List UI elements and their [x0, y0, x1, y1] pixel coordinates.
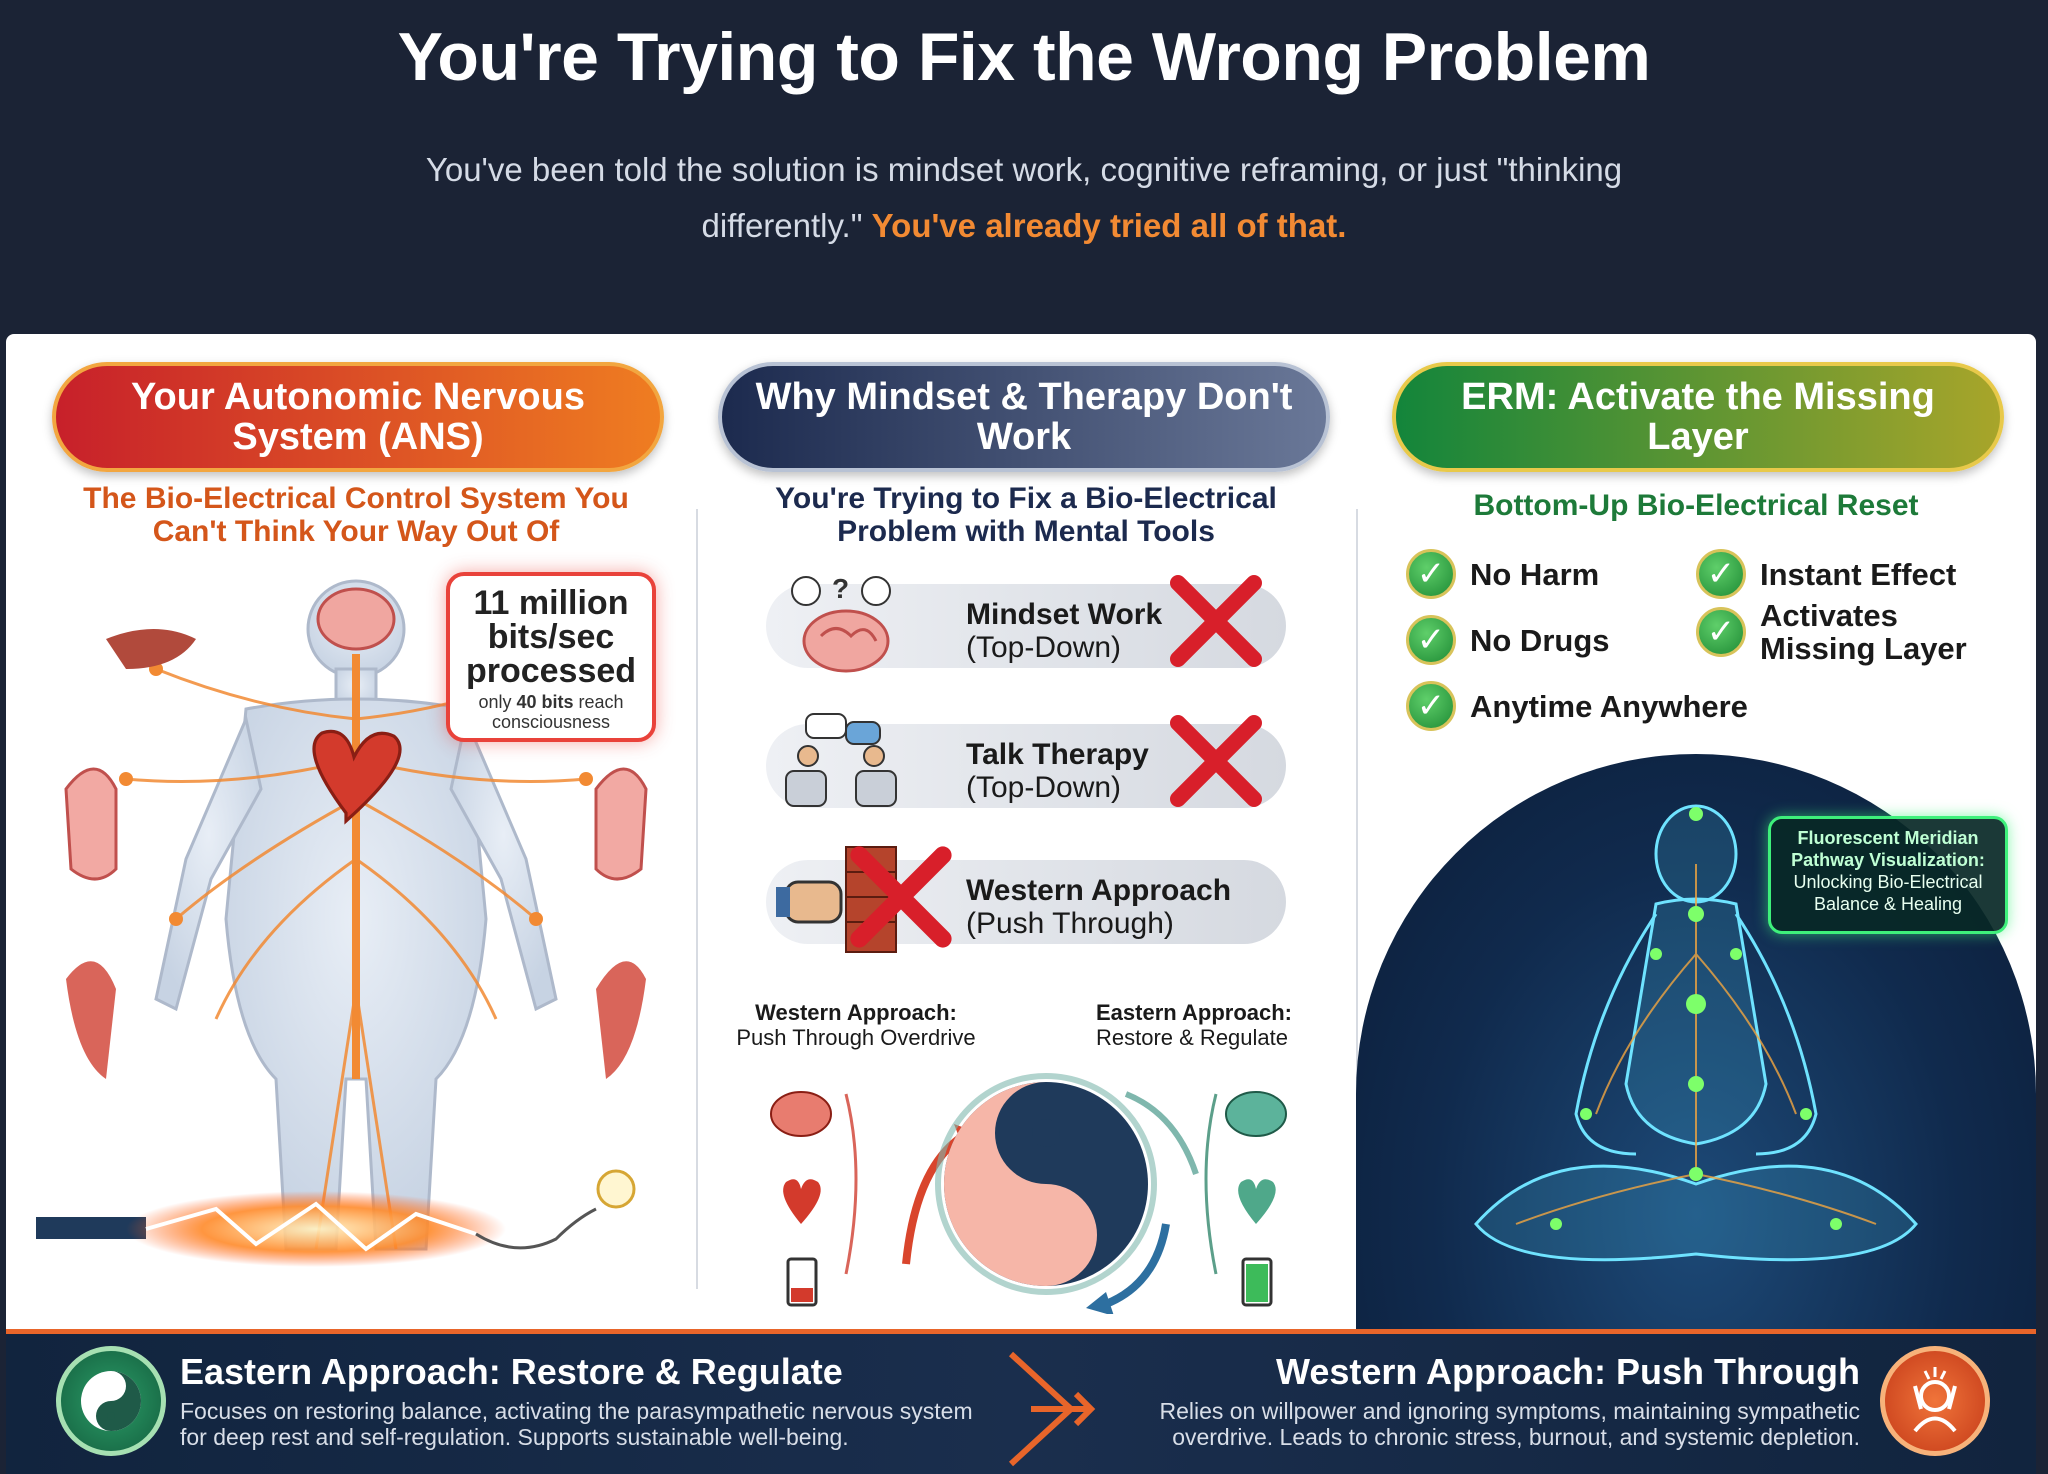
benefit-item: ✓ Instant Effect	[1696, 549, 1956, 599]
cross-icon	[1170, 715, 1262, 807]
item-label: Western Approach (Push Through)	[966, 874, 1231, 940]
item-title: Western Approach	[966, 874, 1232, 907]
benefits-list: ✓ No Harm ✓ Instant Effect ✓ No Drugs ✓ …	[1406, 549, 2006, 749]
brain-icon	[1225, 1091, 1287, 1137]
hero-subtitle: You've been told the solution is mindset…	[374, 142, 1674, 254]
stress-icon	[1880, 1346, 1990, 1456]
cross-icon	[1170, 575, 1262, 667]
brain-icon	[316, 587, 396, 651]
lung-icon	[64, 767, 118, 881]
cross-icon	[850, 846, 952, 948]
infographic-card: Your Autonomic Nervous System (ANS) The …	[6, 334, 2036, 1474]
mindset-column: Why Mindset & Therapy Don't Work You're …	[696, 334, 1356, 1329]
column-divider	[1356, 509, 1358, 1289]
western-approach-label: Western Approach: Push Through Overdrive	[726, 1000, 986, 1050]
heart-icon	[1238, 1179, 1276, 1224]
mindset-subhead: You're Trying to Fix a Bio-Electrical Pr…	[775, 482, 1277, 548]
erm-pill: ERM: Activate the Missing Layer	[1392, 362, 2004, 472]
muscle-icon	[66, 961, 116, 1079]
item-title: Talk Therapy	[966, 738, 1149, 771]
page-title: You're Trying to Fix the Wrong Problem	[397, 19, 1651, 95]
brain-thought-icon: ?	[791, 573, 891, 673]
callout-small-bold: 40 bits	[516, 692, 574, 712]
meridian-callout-sub: Unlocking Bio-Electrical Balance & Heali…	[1793, 872, 1983, 914]
meridian-callout-title: Fluorescent Meridian Pathway Visualizati…	[1791, 828, 1985, 870]
hero-section: You're Trying to Fix the Wrong Problem Y…	[0, 0, 2048, 330]
callout-small-text: only 40 bits reach consciousness	[450, 692, 652, 732]
western-label-title: Western Approach:	[755, 1000, 957, 1025]
svg-text:?: ?	[832, 573, 849, 604]
liver-icon	[106, 629, 196, 669]
western-approach-title: Western Approach: Push Through	[1275, 1351, 1860, 1392]
eastern-approach-block: Eastern Approach: Restore & Regulate Foc…	[180, 1351, 980, 1451]
ans-subhead: The Bio-Electrical Control System You Ca…	[83, 482, 629, 548]
check-icon: ✓	[1406, 549, 1456, 599]
ans-pill: Your Autonomic Nervous System (ANS)	[52, 362, 664, 472]
benefit-item: ✓ No Harm	[1406, 549, 1599, 599]
mindset-work-item: ? Mindset Work (Top-Down)	[766, 566, 1286, 676]
benefit-label: No Harm	[1470, 556, 1600, 592]
benefit-item: ✓ Anytime Anywhere	[1406, 681, 1748, 731]
item-sub: (Top-Down)	[966, 631, 1122, 664]
muscle-icon	[596, 961, 646, 1079]
ans-column: Your Autonomic Nervous System (ANS) The …	[6, 334, 696, 1329]
item-label: Mindset Work (Top-Down)	[966, 598, 1162, 664]
item-sub: (Top-Down)	[966, 771, 1122, 804]
callout-small-suffix: reach consciousness	[491, 692, 624, 732]
western-approach-item: Western Approach (Push Through)	[766, 842, 1286, 953]
heart-icon	[783, 1179, 821, 1224]
bits-callout: 11 million bits/sec processed only 40 bi…	[446, 572, 656, 742]
eastern-label-title: Eastern Approach:	[1096, 1000, 1293, 1025]
western-label-sub: Push Through Overdrive	[736, 1025, 976, 1050]
lung-icon	[594, 767, 648, 881]
erm-column: ERM: Activate the Missing Layer Bottom-U…	[1356, 334, 2036, 1329]
arrow-right-icon	[1008, 1351, 1096, 1467]
check-icon: ✓	[1406, 681, 1456, 731]
callout-small-prefix: only	[478, 692, 512, 712]
yin-yang-comparison	[770, 1073, 1287, 1314]
check-icon: ✓	[1406, 615, 1456, 665]
approach-footer: Eastern Approach: Restore & Regulate Foc…	[6, 1329, 2036, 1474]
yin-yang-icon	[935, 1073, 1157, 1295]
eastern-label-sub: Restore & Regulate	[1096, 1025, 1288, 1050]
benefit-item: ✓ Activates Missing Layer	[1696, 599, 1990, 665]
hero-subtitle-highlight: You've already tried all of that.	[871, 207, 1347, 244]
yin-yang-icon	[56, 1346, 166, 1456]
eastern-approach-title: Eastern Approach: Restore & Regulate	[180, 1351, 843, 1392]
meridian-callout: Fluorescent Meridian Pathway Visualizati…	[1768, 816, 2008, 934]
check-icon: ✓	[1696, 549, 1746, 599]
meditating-figure	[1474, 804, 1918, 1262]
item-sub: (Push Through)	[966, 907, 1174, 940]
check-icon: ✓	[1696, 607, 1746, 657]
light-bulb-icon	[596, 1169, 636, 1209]
hero-subtitle-text: You've been told the solution is mindset…	[425, 151, 1623, 244]
talk-therapy-item: Talk Therapy (Top-Down)	[766, 706, 1286, 816]
western-approach-desc: Relies on willpower and ignoring symptom…	[1159, 1398, 1860, 1450]
column-divider	[696, 509, 698, 1289]
mindset-pill: Why Mindset & Therapy Don't Work	[718, 362, 1330, 472]
item-title: Mindset Work	[966, 598, 1163, 631]
benefit-label: Instant Effect	[1760, 556, 1957, 592]
brain-icon	[770, 1091, 832, 1137]
benefit-label: Anytime Anywhere	[1470, 688, 1748, 724]
therapy-session-icon	[785, 713, 897, 807]
heart-icon	[312, 729, 402, 825]
callout-big-text: 11 million bits/sec processed	[465, 584, 637, 690]
benefit-label: No Drugs	[1470, 622, 1610, 658]
eastern-approach-label: Eastern Approach: Restore & Regulate	[1096, 1000, 1336, 1050]
nervous-system-illustration	[36, 579, 648, 1267]
benefit-label: Activates Missing Layer	[1760, 598, 1967, 666]
western-approach-block: Western Approach: Push Through Relies on…	[1060, 1351, 1860, 1451]
benefit-item: ✓ No Drugs	[1406, 615, 1610, 665]
erm-subhead: Bottom-Up Bio-Electrical Reset	[1473, 489, 1919, 522]
item-label: Talk Therapy (Top-Down)	[966, 738, 1149, 804]
eastern-approach-desc: Focuses on restoring balance, activating…	[180, 1398, 973, 1450]
